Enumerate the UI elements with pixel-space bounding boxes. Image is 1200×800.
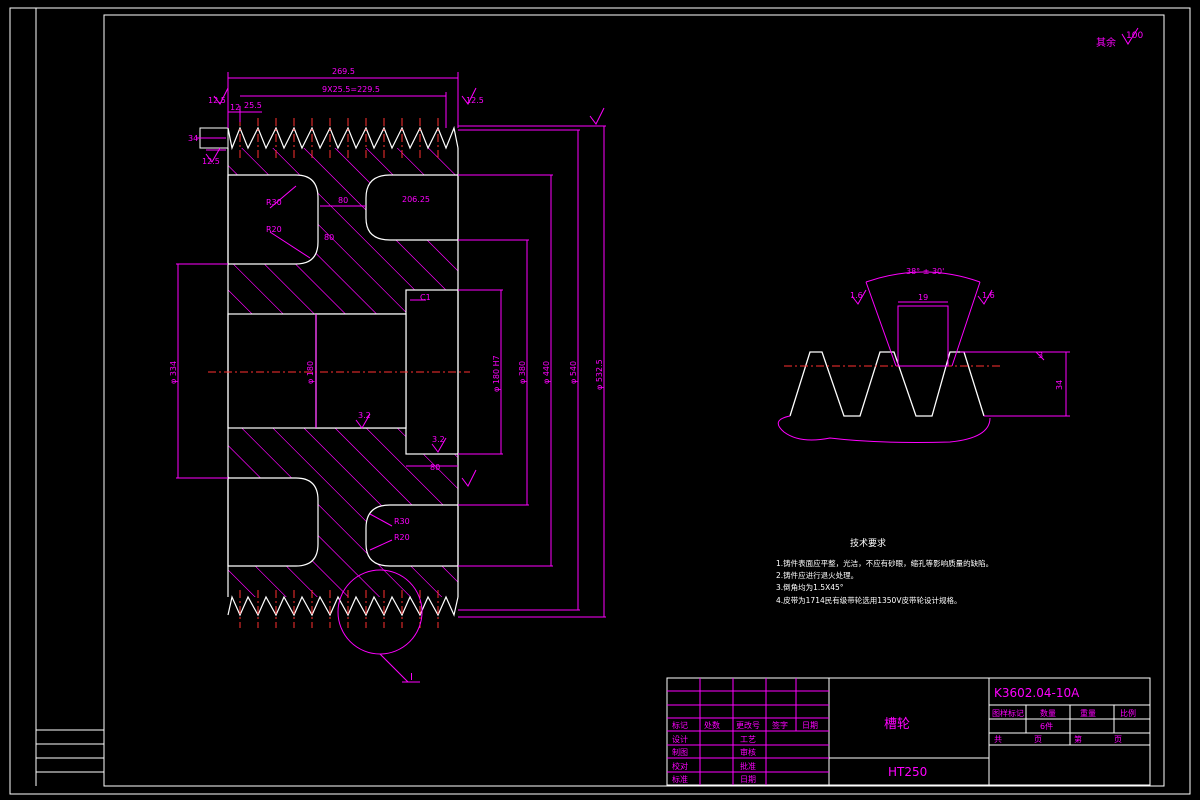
dim-r30-b: R30 <box>394 517 410 526</box>
tb-left-header: 签字 <box>772 720 788 730</box>
tech-req-title: 技术要求 <box>850 537 886 549</box>
roughness-symbols <box>205 87 605 487</box>
dim-hub: φ 180 <box>306 361 315 384</box>
tb-role: 工艺 <box>740 735 756 744</box>
detail-mark-label: I <box>410 672 413 683</box>
tb-role: 批准 <box>740 761 756 771</box>
tb-right-header: 比例 <box>1120 708 1136 718</box>
dim-web-thickness: 80 <box>338 196 348 205</box>
tb-right-header: 数量 <box>1040 708 1056 718</box>
rough-b: 12.5 <box>466 96 484 105</box>
dim-hub-d: 80 <box>324 233 334 242</box>
tech-req-item: 4.皮带为1714民有级带轮选用1350V皮带轮设计规格。 <box>776 595 961 605</box>
tb-left-header: 处数 <box>704 720 720 730</box>
pulley-section-view: I <box>199 118 470 683</box>
dim-r20-a: R20 <box>266 225 282 234</box>
tb-left-header: 标记 <box>672 720 688 730</box>
top-groove-profile <box>227 125 459 151</box>
lower-left-cavity <box>227 477 319 567</box>
tb-role: 标准 <box>672 774 688 784</box>
tb-left-header: 日期 <box>802 721 818 730</box>
tb-drawing-number: K3602.04-10A <box>994 686 1080 700</box>
tb-role: 校对 <box>672 761 688 771</box>
dim-groove-pitch: 25.5 <box>244 101 262 110</box>
detail-depth: 34 <box>1055 380 1064 390</box>
dimension-texts: 269.5 9X25.5=229.5 12 25.5 34 12.5 12.5 … <box>169 67 604 542</box>
dim-web-offset: 206.25 <box>402 195 430 204</box>
dim-groove-edge: 12 <box>230 103 240 112</box>
tb-left-header: 更改号 <box>736 720 760 730</box>
dimension-lines <box>176 72 606 618</box>
detail-groove-top: 19 <box>918 293 928 302</box>
tb-right-header: 重量 <box>1080 708 1096 718</box>
dim-r20-b: R20 <box>394 533 410 542</box>
tb-quantity: 6件 <box>1040 721 1053 731</box>
tb-sheet: 第 <box>1074 734 1082 744</box>
technical-requirements: 技术要求 1.铸件表面应平整，光洁，不应有砂眼，缩孔等影响质量的缺陷。 2.铸件… <box>776 537 993 605</box>
dim-tooth-height: 34 <box>188 134 198 143</box>
groove-detail-view: 38° ± 30' 19 34 3 1.6 1.6 <box>777 267 1070 443</box>
tech-req-item: 1.铸件表面应平整，光洁，不应有砂眼，缩孔等影响质量的缺陷。 <box>776 558 993 568</box>
tb-role: 日期 <box>740 775 756 784</box>
rough-a: 12.5 <box>208 96 226 105</box>
tb-role: 制图 <box>672 747 688 757</box>
corner-roughness-value: 100 <box>1126 31 1143 41</box>
dim-groove-span: 9X25.5=229.5 <box>322 85 380 94</box>
dim-540: φ 540 <box>569 361 578 384</box>
tb-material: HT250 <box>888 765 927 779</box>
dim-chamfer: C1 <box>420 293 431 302</box>
tb-right-header: 图样标记 <box>992 708 1024 718</box>
detail-profile <box>789 351 985 417</box>
tb-sheet: 页 <box>1034 735 1042 744</box>
dim-380: φ 380 <box>518 361 527 384</box>
dim-r30-a: R30 <box>266 198 282 207</box>
detail-angle: 38° ± 30' <box>906 267 944 276</box>
upper-left-cavity <box>227 174 319 265</box>
corner-roughness: 其余 100 <box>1096 27 1143 49</box>
lower-right-cavity <box>365 504 459 567</box>
dim-hub-bottom: 80 <box>430 463 440 472</box>
tb-part-name: 槽轮 <box>884 717 910 732</box>
dim-outer: φ 532.5 <box>595 359 604 390</box>
sheet-frame <box>9 7 1191 795</box>
corner-roughness-label: 其余 <box>1096 36 1116 49</box>
tech-req-item: 2.铸件应进行退火处理。 <box>776 570 858 580</box>
detail-small-dim: 3 <box>1038 351 1043 360</box>
tb-sheet: 共 <box>994 735 1002 744</box>
upper-right-cavity <box>365 174 459 241</box>
title-block: 标记 处数 更改号 签字 日期 设计 工艺 制图 审核 校对 批准 标准 日期 … <box>666 677 1151 786</box>
detail-rough-left: 1.6 <box>850 291 863 300</box>
bottom-groove-profile <box>227 595 459 617</box>
detail-rough-right: 1.6 <box>982 291 995 300</box>
dim-bore: φ 180 H7 <box>492 355 501 392</box>
tb-role: 设计 <box>672 734 688 744</box>
tb-role: 审核 <box>740 747 756 757</box>
tb-sheet: 页 <box>1114 735 1122 744</box>
rough-32-b: 3.2 <box>432 435 445 444</box>
dim-left: φ 334 <box>169 361 178 384</box>
rough-c: 12.5 <box>202 157 220 166</box>
dim-overall-width: 269.5 <box>332 67 355 76</box>
dim-440: φ 440 <box>542 361 551 384</box>
tech-req-item: 3.倒角均为1.5X45° <box>776 582 844 592</box>
rough-32-a: 3.2 <box>358 411 371 420</box>
